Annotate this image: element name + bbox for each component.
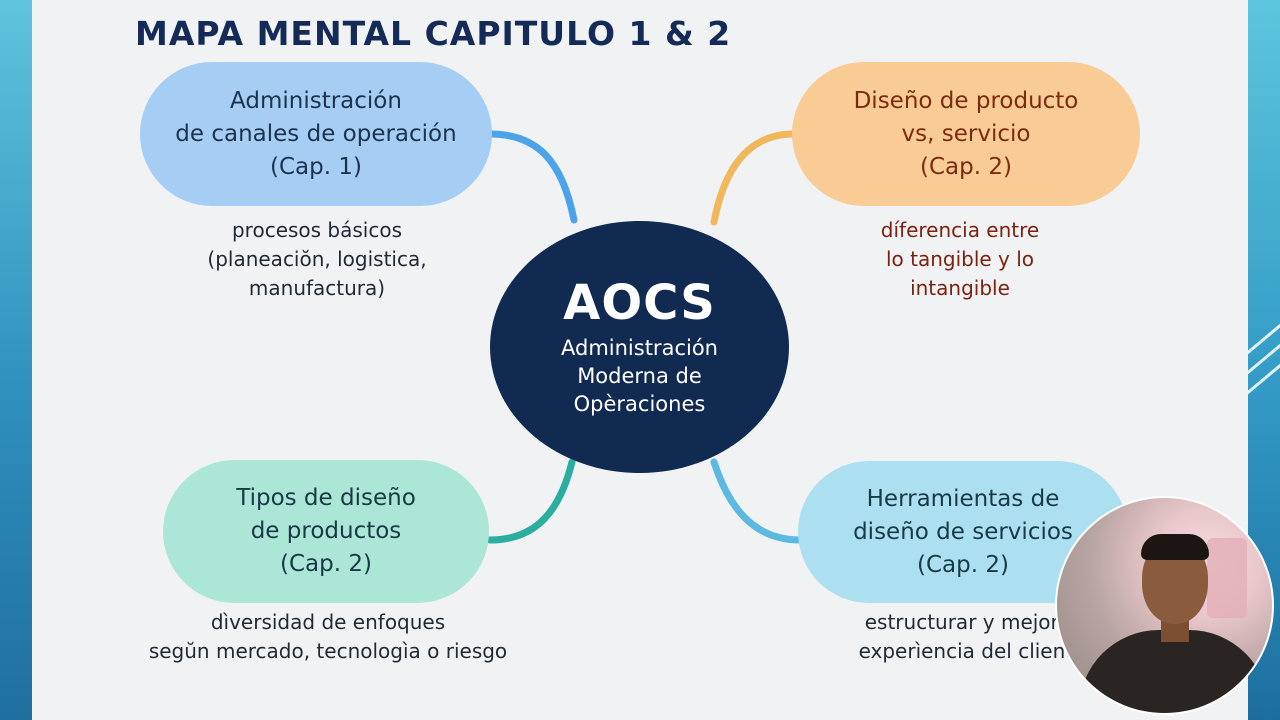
- desc-tipos-diseno-productos: dìversidad de enfoques segŭn mercado, te…: [118, 608, 538, 666]
- node-herramientas-diseno-servicios: Herramientas de diseño de servicios (Cap…: [798, 461, 1128, 603]
- connector-top-left: [486, 130, 578, 224]
- node-administracion-canales: Administración de canales de operación (…: [140, 62, 492, 206]
- mindmap-connectors: [486, 130, 804, 544]
- desc-herramientas-diseno-servicios: estructurar y mejorar experìencia del cl…: [812, 608, 1132, 666]
- central-acronym: AOCS: [563, 275, 716, 331]
- desc-line: experìencia del cliente: [858, 639, 1086, 663]
- node-line: (Cap. 1): [270, 153, 362, 180]
- node-line: de productos: [250, 518, 402, 544]
- desc-line: dìversidad de enfoques: [210, 610, 446, 634]
- slide-frame-left: [0, 0, 32, 720]
- decorative-stripe: [1248, 301, 1280, 362]
- node-line: (Cap. 2): [280, 551, 372, 577]
- desc-line: intangible: [910, 276, 1010, 300]
- desc-line: lo tangible y lo: [885, 247, 1035, 271]
- slide-title: MAPA MENTAL CAPITULO 1 & 2: [135, 14, 732, 53]
- slide: MAPA MENTAL CAPITULO 1 & 2 Administració…: [32, 0, 1248, 720]
- connector-bottom-right: [710, 458, 804, 544]
- desc-line: procesos básicos: [231, 218, 403, 242]
- central-subtitle: Administración Moderna de Opèraciones: [561, 334, 718, 418]
- node-line: Diseño de producto: [853, 87, 1079, 114]
- node-line: Administración: [230, 87, 402, 114]
- webcam-background-shape: [1207, 538, 1247, 618]
- central-node-aocs: AOCS Administración Moderna de Opèracion…: [490, 221, 789, 473]
- desc-diseno-producto-servicio: díferencia entre lo tangible y lo intang…: [810, 216, 1110, 303]
- node-line: (Cap. 2): [920, 153, 1012, 180]
- node-line: diseño de servicios: [853, 518, 1073, 545]
- node-line: Tipos de diseño: [236, 485, 416, 511]
- node-diseno-producto-servicio: Diseño de producto vs, servicio (Cap. 2): [792, 62, 1140, 206]
- node-line: de canales de operación: [175, 120, 457, 147]
- desc-line: díferencia entre: [880, 218, 1040, 242]
- central-line: Moderna de: [577, 364, 702, 388]
- presenter-webcam: [1055, 496, 1274, 715]
- node-tipos-diseno-productos: Tipos de diseño de productos (Cap. 2): [163, 460, 489, 603]
- presenter-body: [1079, 630, 1269, 713]
- presenter-hair: [1141, 534, 1209, 560]
- desc-line: segŭn mercado, tecnologìa o riesgo: [148, 639, 508, 663]
- node-line: Herramientas de: [866, 485, 1060, 512]
- desc-line: manufactura): [248, 276, 386, 300]
- connector-top-right: [710, 130, 798, 226]
- desc-administracion-canales: procesos básicos (planeaciŏn, logistica,…: [152, 216, 482, 303]
- desc-line: estructurar y mejorar: [864, 610, 1080, 634]
- central-line: Opèraciones: [573, 392, 706, 416]
- node-line: vs, servicio: [901, 120, 1031, 147]
- connector-bottom-left: [486, 458, 576, 544]
- central-line: Administración: [561, 336, 718, 360]
- desc-line: (planeaciŏn, logistica,: [207, 247, 427, 271]
- node-line: (Cap. 2): [917, 551, 1009, 578]
